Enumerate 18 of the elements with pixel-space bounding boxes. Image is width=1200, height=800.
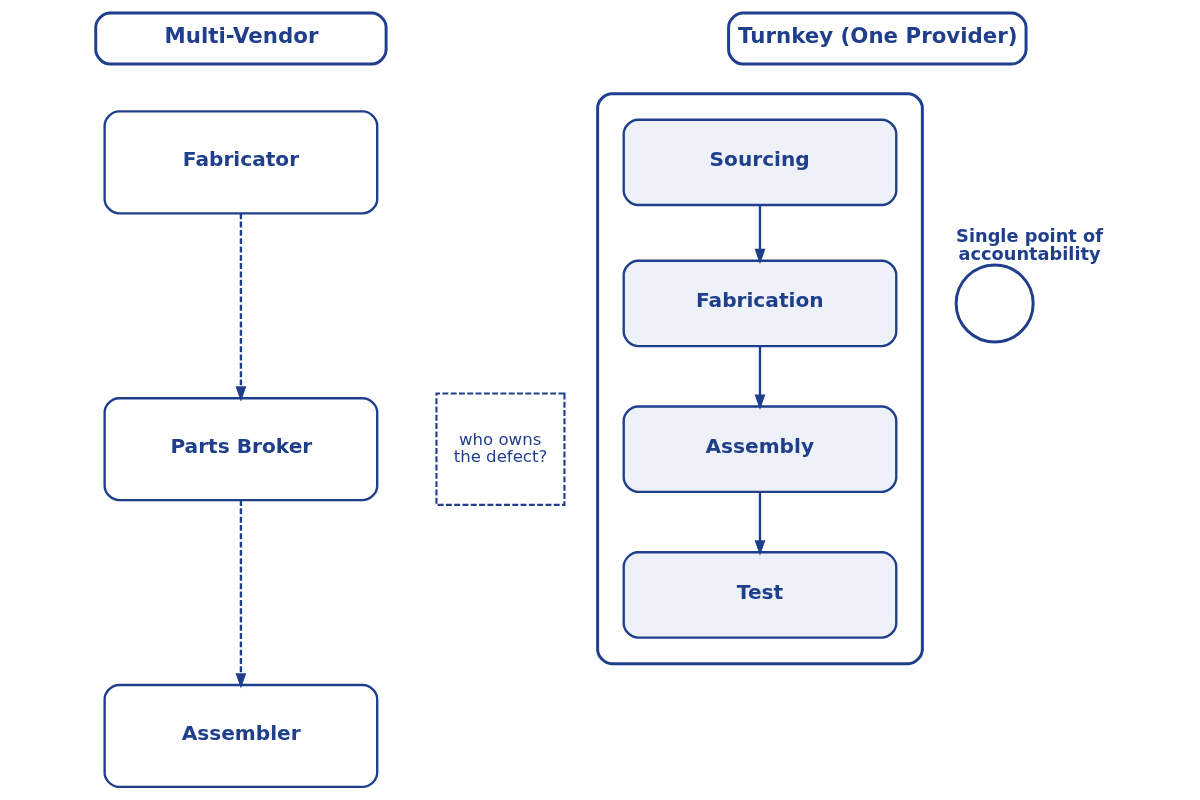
- cluster: [596, 92, 924, 666]
- node-box: Fabricator: [103, 110, 379, 215]
- node-box: Assembler: [103, 683, 379, 789]
- node-box: Test: [622, 551, 898, 639]
- node-box: Fabrication: [622, 259, 898, 348]
- node-box: Sourcing: [622, 118, 898, 207]
- node-label: Single point of accountability: [956, 226, 1103, 265]
- node-circle: [954, 263, 1035, 344]
- arrow: [235, 213, 247, 402]
- arrow: [754, 346, 766, 410]
- node-box: who owns the defect?: [435, 392, 566, 506]
- node-box: Assembly: [622, 405, 898, 494]
- node-box: Parts Broker: [103, 397, 379, 502]
- arrow: [754, 492, 766, 556]
- node-box: Turnkey (One Provider): [727, 11, 1028, 66]
- arrow: [754, 205, 766, 265]
- arrow: [235, 500, 247, 689]
- node-box: Multi-Vendor: [94, 11, 388, 66]
